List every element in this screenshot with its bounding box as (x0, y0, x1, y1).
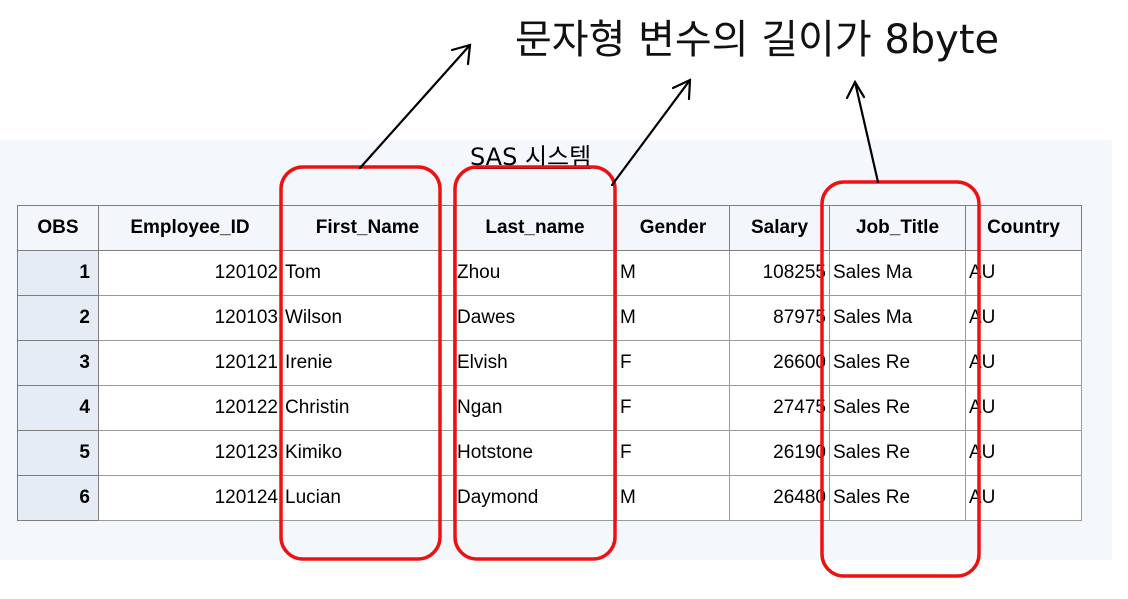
table-row[interactable]: 1 120102 Tom Zhou M 108255 Sales Ma AU (17, 250, 1082, 296)
last-name-cell: Ngan (453, 385, 617, 431)
job-title-cell: Sales Re (829, 475, 966, 521)
obs-cell: 1 (17, 250, 99, 296)
obs-cell: 6 (17, 475, 99, 521)
last-name-cell: Elvish (453, 340, 617, 386)
salary-cell: 26480 (729, 475, 830, 521)
gender-cell: F (616, 385, 730, 431)
obs-cell: 3 (17, 340, 99, 386)
gender-cell: M (616, 295, 730, 341)
job-title-cell: Sales Re (829, 430, 966, 476)
country-cell: AU (965, 340, 1082, 386)
obs-cell: 4 (17, 385, 99, 431)
employee-id-cell: 120102 (98, 250, 282, 296)
salary-cell: 108255 (729, 250, 830, 296)
column-header-first-name[interactable]: First_Name (281, 205, 454, 251)
arrow-head-job-title (845, 79, 866, 100)
gender-cell: F (616, 340, 730, 386)
column-header-country[interactable]: Country (965, 205, 1082, 251)
table-header-row: OBS Employee_ID First_Name Last_name Gen… (17, 205, 1082, 251)
salary-cell: 26190 (729, 430, 830, 476)
employee-id-cell: 120122 (98, 385, 282, 431)
employee-id-cell: 120123 (98, 430, 282, 476)
first-name-cell: Wilson (281, 295, 454, 341)
column-header-employee-id[interactable]: Employee_ID (98, 205, 282, 251)
table-row[interactable]: 6 120124 Lucian Daymond M 26480 Sales Re… (17, 475, 1082, 521)
first-name-cell: Christin (281, 385, 454, 431)
column-header-job-title[interactable]: Job_Title (829, 205, 966, 251)
table-row[interactable]: 2 120103 Wilson Dawes M 87975 Sales Ma A… (17, 295, 1082, 341)
first-name-cell: Kimiko (281, 430, 454, 476)
arrow-head-last-name (671, 78, 692, 101)
last-name-cell: Daymond (453, 475, 617, 521)
job-title-cell: Sales Ma (829, 295, 966, 341)
first-name-cell: Irenie (281, 340, 454, 386)
employee-id-cell: 120103 (98, 295, 282, 341)
table-row[interactable]: 3 120121 Irenie Elvish F 26600 Sales Re … (17, 340, 1082, 386)
last-name-cell: Zhou (453, 250, 617, 296)
first-name-cell: Tom (281, 250, 454, 296)
obs-cell: 5 (17, 430, 99, 476)
obs-cell: 2 (17, 295, 99, 341)
report-title: SAS 시스템 (470, 143, 592, 171)
job-title-cell: Sales Re (829, 385, 966, 431)
country-cell: AU (965, 430, 1082, 476)
data-table: OBS Employee_ID First_Name Last_name Gen… (17, 205, 1082, 521)
column-header-gender[interactable]: Gender (616, 205, 730, 251)
country-cell: AU (965, 250, 1082, 296)
table-row[interactable]: 5 120123 Kimiko Hotstone F 26190 Sales R… (17, 430, 1082, 476)
gender-cell: F (616, 430, 730, 476)
last-name-cell: Hotstone (453, 430, 617, 476)
country-cell: AU (965, 295, 1082, 341)
table-row[interactable]: 4 120122 Christin Ngan F 27475 Sales Re … (17, 385, 1082, 431)
first-name-cell: Lucian (281, 475, 454, 521)
salary-cell: 87975 (729, 295, 830, 341)
gender-cell: M (616, 250, 730, 296)
employee-id-cell: 120124 (98, 475, 282, 521)
arrow-head-first-name (450, 43, 472, 66)
job-title-cell: Sales Re (829, 340, 966, 386)
country-cell: AU (965, 385, 1082, 431)
column-header-salary[interactable]: Salary (729, 205, 830, 251)
salary-cell: 27475 (729, 385, 830, 431)
annotation-note: 문자형 변수의 길이가 8byte (515, 17, 1000, 63)
employee-id-cell: 120121 (98, 340, 282, 386)
gender-cell: M (616, 475, 730, 521)
job-title-cell: Sales Ma (829, 250, 966, 296)
country-cell: AU (965, 475, 1082, 521)
salary-cell: 26600 (729, 340, 830, 386)
column-header-obs[interactable]: OBS (17, 205, 99, 251)
last-name-cell: Dawes (453, 295, 617, 341)
column-header-last-name[interactable]: Last_name (453, 205, 617, 251)
